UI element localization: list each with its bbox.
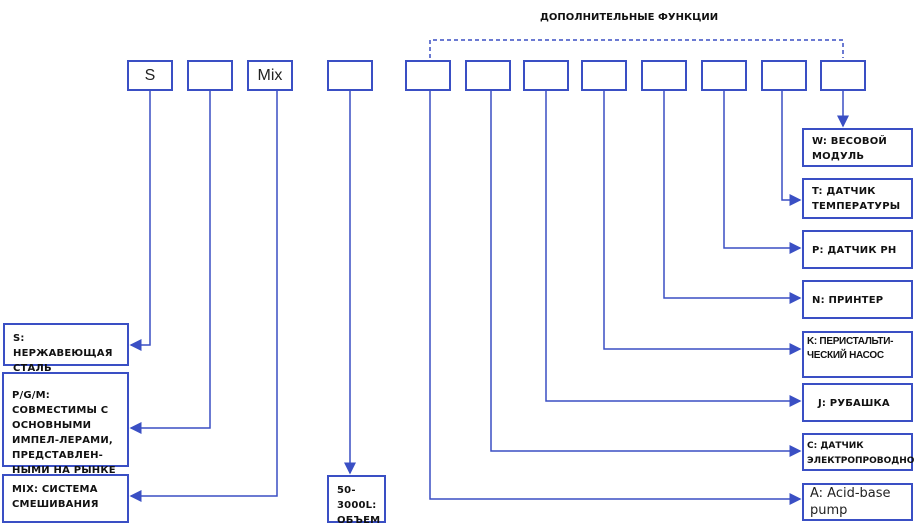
- label-printer: N: ПРИНТЕР: [802, 280, 913, 319]
- label-peristaltic-pump: K: ПЕРИСТАЛЬТИ-ЧЕСКИЙ НАСОС: [802, 331, 913, 378]
- label-ph-sensor: P: ДАТЧИК PH: [802, 230, 913, 269]
- code-box-t: [761, 60, 807, 91]
- code-box-n: [641, 60, 687, 91]
- label-stainless-steel: S: НЕРЖАВЕЮЩАЯ СТАЛЬ: [3, 323, 129, 374]
- label-jacket: J: РУБАШКА: [802, 383, 913, 422]
- code-box-volume: [327, 60, 373, 91]
- extras-title: ДОПОЛНИТЕЛЬНЫЕ ФУНКЦИИ: [540, 12, 719, 23]
- label-conductivity-sensor: C: ДАТЧИК ЭЛЕКТРОПРОВОДНОСТИ: [802, 433, 914, 471]
- code-box-material: S: [127, 60, 173, 91]
- code-box-j: [523, 60, 569, 91]
- label-mixing-system: MIX: СИСТЕМА СМЕШИВАНИЯ: [2, 474, 129, 523]
- label-impellers: P/G/M: СОВМЕСТИМЫ С ОСНОВНЫМИ ИМПЕЛ-ЛЕРА…: [2, 372, 129, 476]
- label-acid-base-pump: A: Acid-base pump: [802, 483, 913, 521]
- code-box-impeller: [187, 60, 233, 91]
- extras-bracket: [429, 39, 844, 58]
- label-temperature-sensor: T: ДАТЧИК ТЕМПЕРАТУРЫ: [802, 178, 913, 219]
- code-box-mix: Mix: [247, 60, 293, 91]
- code-box-c: [465, 60, 511, 91]
- label-weighing-module: W: ВЕСОВОЙ МОДУЛЬ: [802, 128, 913, 167]
- code-box-k: [581, 60, 627, 91]
- code-box-a: [405, 60, 451, 91]
- label-volume: 50-3000L: ОБЪЕМ: [327, 475, 386, 526]
- code-box-w: [820, 60, 866, 91]
- code-box-p: [701, 60, 747, 91]
